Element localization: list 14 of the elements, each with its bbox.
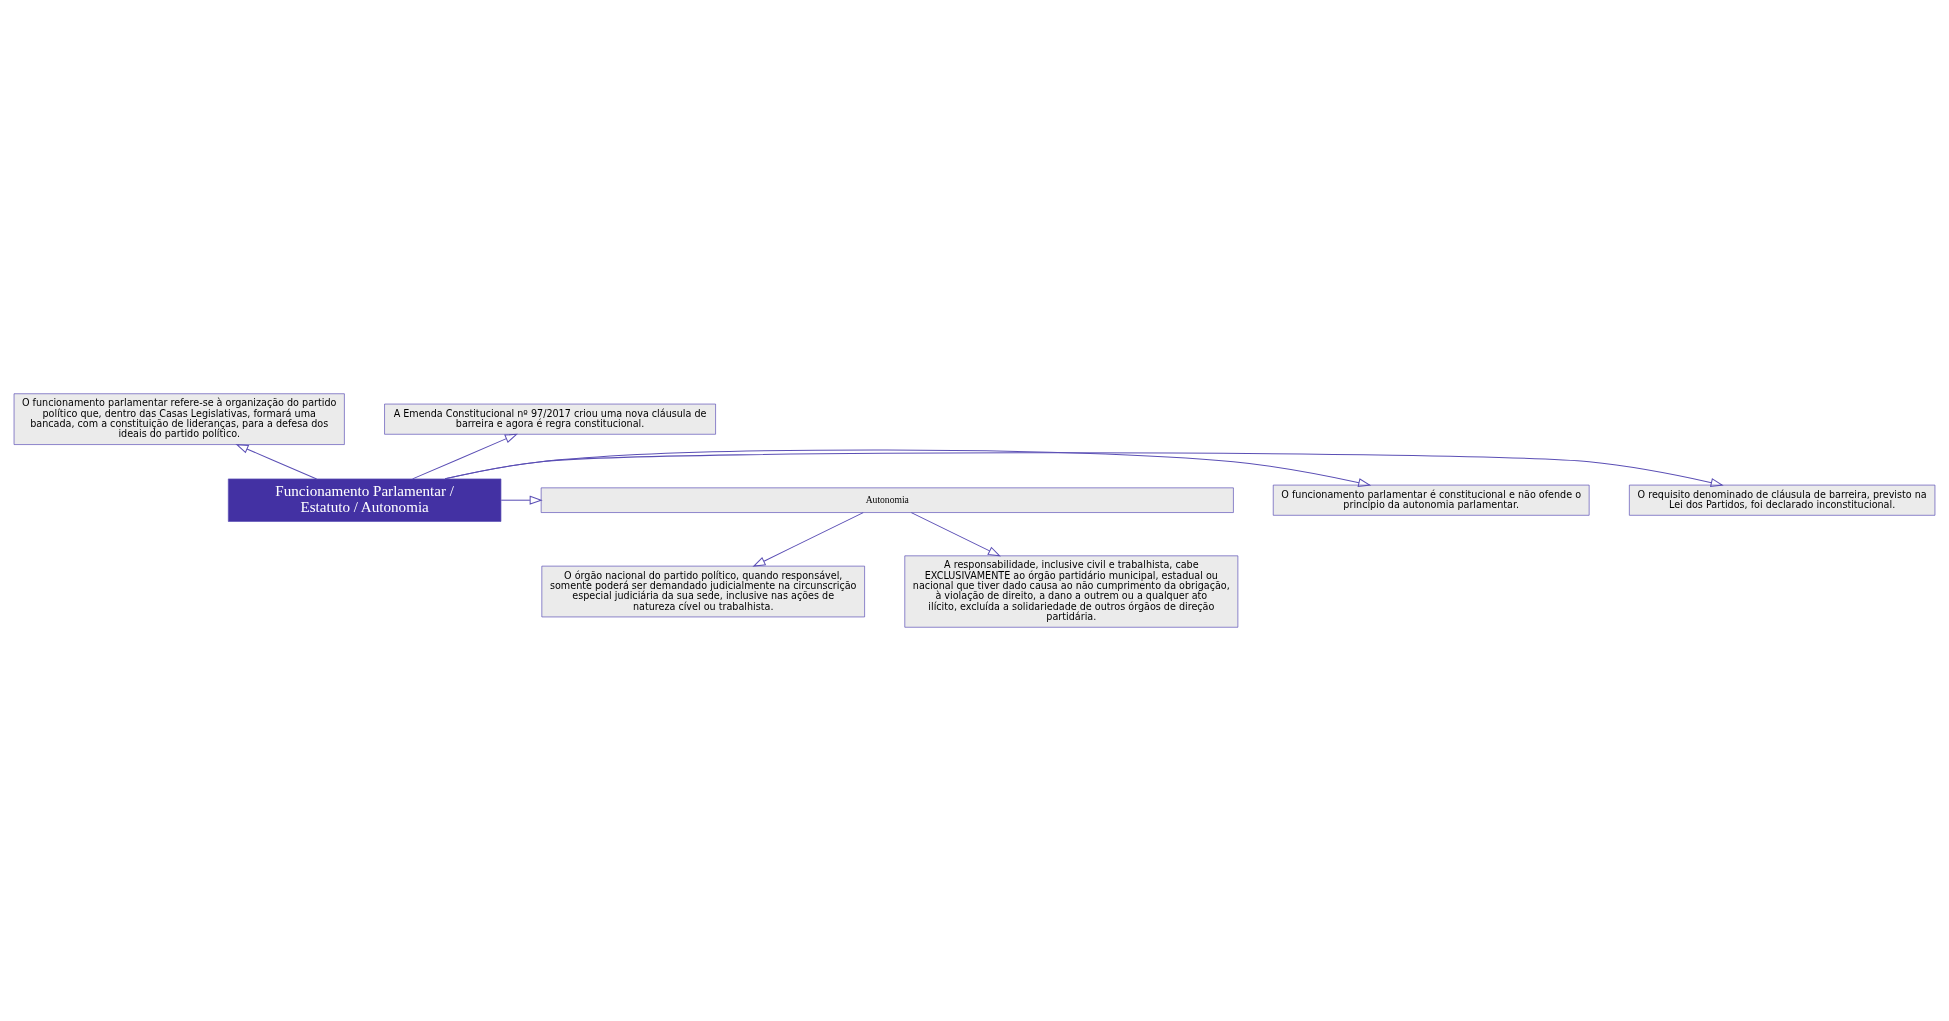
arrow [235, 444, 318, 480]
arrow [500, 495, 543, 505]
node-box: O funcionamento parlamentar refere-se à organização do partido político que, dentro das Casas Legislativas, formará uma bancada, com a constituição de lideranças, para a defesa dos ideais do partido político. [13, 393, 345, 445]
node-box: A responsabilidade, inclusive civil e trabalhista, cabe EXCLUSIVAMENTE ao órgão partidário municipal, estadual ou nacional que tiver dado causa ao não cumprimento da obrigação, à violação de direito, a dano a outrem ou a qualquer ato ilícito, excluída a solidariedade de outros órgãos de direção partidária. [904, 555, 1239, 628]
node-box: O requisito denominado de cláusula de barreira, previsto na Lei dos Partidos, foi declarado inconstitucional. [1629, 484, 1936, 516]
arrow [412, 433, 518, 480]
arrow [910, 512, 1001, 557]
node-box: Funcionamento Parlamentar / Estatuto / Autonomia [227, 478, 502, 522]
arrow [752, 512, 864, 567]
node-box: A Emenda Constitucional nº 97/2017 criou uma nova cláusula de barreira e agora é regra constitucional. [384, 403, 716, 435]
node-box: Autonomia [540, 487, 1234, 513]
node-box: O órgão nacional do partido político, quando responsável, somente poderá ser demandado judicialmente na circunscrição especial judiciária da sua sede, inclusive nas ações de natureza cível ou trabalhista. [541, 565, 865, 618]
node-box: O funcionamento parlamentar é constitucional e não ofende o princípio da autonomia parlamentar. [1272, 484, 1590, 516]
arrow [444, 449, 1372, 488]
